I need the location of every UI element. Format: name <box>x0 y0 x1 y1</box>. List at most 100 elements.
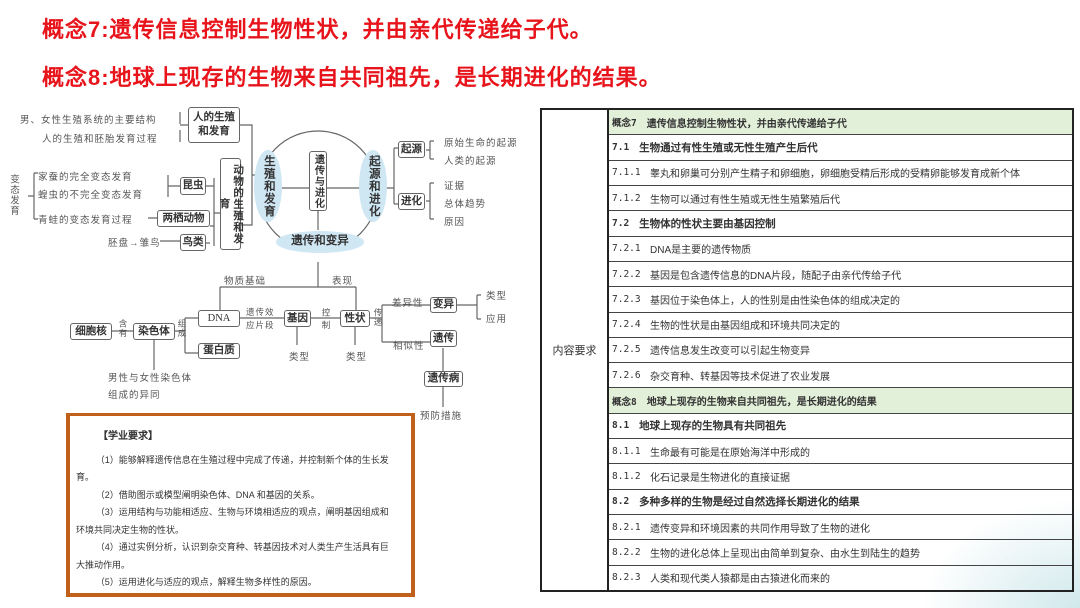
table-left-label: 内容要求 <box>542 110 609 590</box>
row-number: 7.2.1 <box>612 243 641 255</box>
concept-map: 男、女性生殖系统的主要结构 人的生殖和胚胎发育过程 人的生殖和发育 变态发育 家… <box>0 98 532 428</box>
map-label: 家蚕的完全变态发育 <box>38 173 133 183</box>
requirement-item: （3）运用结构与功能相适应、生物与环境相适应的观点，阐明基因组成和环境共同决定生… <box>76 507 389 535</box>
map-label: 类型 <box>346 353 368 363</box>
table-row-item: 7.2.4 生物的性状是由基因组成和环境共同决定的 <box>609 313 1072 338</box>
map-label: 变态发育 <box>8 174 18 216</box>
row-number: 8.1.2 <box>612 471 641 483</box>
row-text: 生物的性状是由基因组成和环境共同决定的 <box>650 321 840 333</box>
row-text: DNA是主要的遗传物质 <box>650 245 752 257</box>
gene-box: 基因 <box>284 310 311 327</box>
map-label: 胚盘→雏鸟 <box>108 239 161 249</box>
row-number: 8.2.2 <box>612 546 641 558</box>
origin-evolution-ellipse: 起源和进化 <box>359 150 387 222</box>
row-number: 7.2.2 <box>612 268 641 280</box>
table-row-item: 7.1.2 生物可以通过有性生殖或无性生殖繁殖后代 <box>609 186 1072 212</box>
concept8-title: 概念8:地球上现存的生物来自共同祖先，是长期进化的结果。 <box>42 65 662 90</box>
academic-requirements-box: 【学业要求】 （1）能够解释遗传信息在生殖过程中完成了传递，并控制新个体的生长发… <box>66 413 415 597</box>
concept7-title: 概念7:遗传信息控制生物性状，并由亲代传递给子代。 <box>42 17 593 42</box>
map-label: 男性与女性染色体 <box>108 374 193 384</box>
row-number: 7.1.1 <box>612 167 641 179</box>
amphibian-box: 两栖动物 <box>157 210 210 227</box>
requirement-item: （1）能够解释遗传信息在生殖过程中完成了传递，并控制新个体的生长发育。 <box>76 454 389 483</box>
row-text: 遗传信息控制生物性状，并由亲代传递给子代 <box>646 118 847 130</box>
table-row-item: 7.1.1 睾丸和卵巢可分别产生精子和卵细胞，卵细胞受精后形成的受精卵能够发育成新… <box>609 161 1072 186</box>
heredity-evolution-center: 遗传与进化 <box>309 151 327 211</box>
map-label: 蝗虫的不完全变态发育 <box>38 191 144 201</box>
human-reproduction-box: 人的生殖和发育 <box>188 107 240 143</box>
heredity-variation-ellipse: 遗传和变异 <box>276 231 364 253</box>
row-number: 8.1.1 <box>612 445 641 457</box>
row-number: 8.2 <box>612 496 630 508</box>
map-label: 差异性 <box>392 299 424 309</box>
map-label: 类型 <box>289 353 311 363</box>
row-number: 8.2.3 <box>612 572 641 584</box>
table-row-item: 8.1.1 生命最有可能是在原始海洋中形成的 <box>609 439 1072 465</box>
map-label: 原因 <box>444 218 466 228</box>
row-text: 生物通过有性生殖或无性生殖产生后代 <box>639 141 818 154</box>
row-text: 人类和现代类人猿都是由古猿进化而来的 <box>650 574 830 586</box>
row-number: 7.2.4 <box>612 319 641 331</box>
bird-box: 鸟类 <box>180 234 206 251</box>
map-label: 控制 <box>321 308 331 333</box>
map-label: 表现 <box>332 277 354 287</box>
row-number: 7.2.5 <box>612 344 641 356</box>
row-text: 杂交育种、转基因等技术促进了农业发展 <box>650 371 830 383</box>
table-row-item: 8.2.3 人类和现代类人猿都是由古猿进化而来的 <box>609 566 1072 590</box>
row-text: 地球上现存的生物具有共同祖先 <box>639 420 787 433</box>
table-row-item: 7.2.1 DNA是主要的遗传物质 <box>609 237 1072 262</box>
row-text: 睾丸和卵巢可分别产生精子和卵细胞，卵细胞受精后形成的受精卵能够发育成新个体 <box>650 169 1020 181</box>
map-label: 青蛙的变态发育过程 <box>38 216 133 226</box>
row-text: 地球上现存的生物来自共同祖先，是长期进化的结果 <box>646 397 877 409</box>
table-row-item: 8.2.2 生物的进化总体上呈现出由简单到复杂、由水生到陆生的趋势 <box>609 540 1072 566</box>
protein-box: 蛋白质 <box>198 343 240 359</box>
row-text: 生物可以通过有性生殖或无性生殖繁殖后代 <box>650 194 840 206</box>
map-label: 传递 <box>373 308 383 327</box>
row-number: 7.2.3 <box>612 293 641 305</box>
origin-box: 起源 <box>398 141 425 158</box>
map-label: 应用 <box>486 315 508 325</box>
row-text: 生物的进化总体上呈现出由简单到复杂、由水生到陆生的趋势 <box>650 548 920 560</box>
map-label: 预防措施 <box>420 412 463 422</box>
requirement-item: （5）运用进化与适应的观点，解释生物多样性的原因。 <box>95 577 317 587</box>
variation-box: 变异 <box>430 297 457 313</box>
row-number: 7.2 <box>612 217 630 229</box>
map-label: 组成 <box>177 319 187 338</box>
insect-box: 昆虫 <box>180 177 206 195</box>
row-text: 基因是包含遗传信息的DNA片段，随配子由亲代传给子代 <box>650 270 902 282</box>
evolution-box: 进化 <box>398 193 425 210</box>
map-label: 证据 <box>444 182 466 192</box>
map-label: 类型 <box>486 292 508 302</box>
background-decoration <box>920 498 1080 608</box>
map-label: 相似性 <box>393 342 425 352</box>
row-number: 7.1.2 <box>612 192 641 204</box>
chromosome-box: 染色体 <box>133 323 175 340</box>
row-text: 生命最有可能是在原始海洋中形成的 <box>650 447 810 459</box>
table-row-item: 7.2.2 基因是包含遗传信息的DNA片段，随配子由亲代传给子代 <box>609 262 1072 288</box>
table-row-item: 7.2.6 杂交育种、转基因等技术促进了农业发展 <box>609 363 1072 389</box>
map-label: 物质基础 <box>224 277 267 287</box>
row-text: 基因位于染色体上，人的性别是由性染色体的组成决定的 <box>650 295 900 307</box>
heredity-box: 遗传 <box>430 330 457 347</box>
concept-map-lines <box>28 112 481 407</box>
reproduction-ellipse: 生殖和发育 <box>254 150 282 222</box>
requirements-heading: 【学业要求】 <box>98 431 158 442</box>
map-label: 原始生命的起源 <box>444 139 518 149</box>
map-label: 遗传效应片段 <box>246 307 275 330</box>
row-number: 7.2.6 <box>612 369 641 381</box>
requirement-item: （2）借助图示或模型阐明染色体、DNA 和基因的关系。 <box>95 489 320 500</box>
requirement-item: （4）通过实例分析，认识到杂交育种、转基因技术对人类生产生活具有巨大推动作用。 <box>76 542 389 570</box>
map-label: 男、女性生殖系统的主要结构 <box>20 116 157 126</box>
table-row-item: 7.2.3 基因位于染色体上，人的性别是由性染色体的组成决定的 <box>609 287 1072 313</box>
dna-box: DNA <box>198 310 240 327</box>
